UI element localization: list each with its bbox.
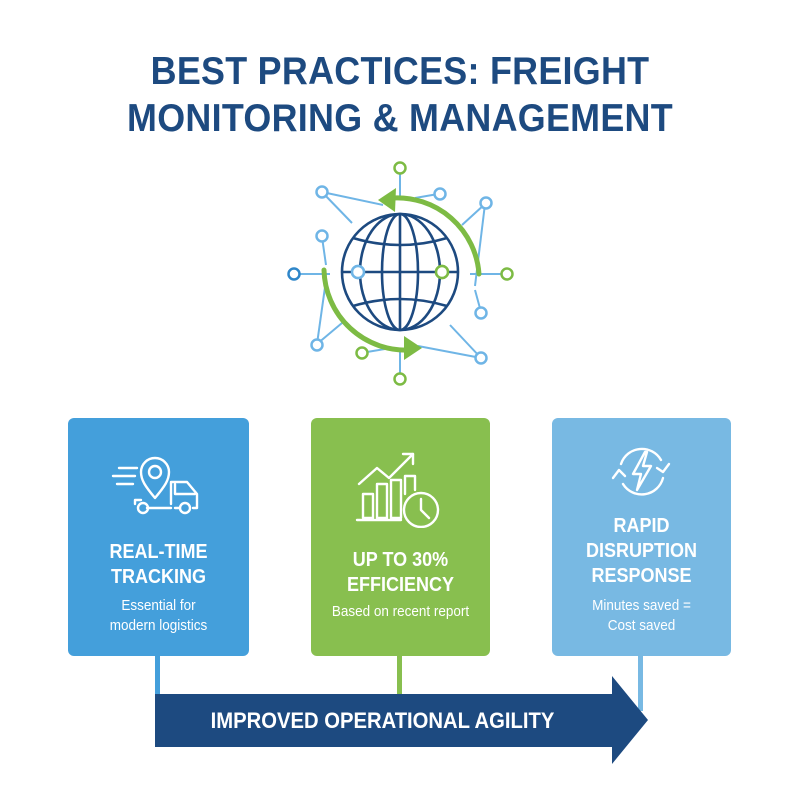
card-subtext-line: Cost saved: [607, 617, 676, 634]
agility-arrow: [155, 676, 650, 766]
card-subtext: Based on recent report: [320, 602, 481, 622]
globe-network-cycle-icon: [280, 155, 520, 395]
card-heading-line: UP TO 30%: [352, 549, 449, 571]
card-subtext-line: Minutes saved =: [592, 597, 691, 614]
card-heading-line: REAL-TIME: [109, 541, 208, 563]
connector-efficiency: [397, 655, 402, 695]
card-rapid-disruption-response: RAPID DISRUPTION RESPONSE Minutes saved …: [552, 418, 731, 656]
card-heading-line: TRACKING: [110, 566, 206, 588]
page-title: BEST PRACTICES: FREIGHT MONITORING & MAN…: [32, 48, 768, 142]
card-heading-line: RAPID: [613, 515, 670, 537]
truck-location-pin-icon: [68, 448, 249, 516]
connector-response: [638, 655, 643, 711]
lightning-cycle-icon: [552, 442, 731, 502]
card-subtext-line: Based on recent report: [331, 603, 470, 620]
title-line-2: MONITORING & MANAGEMENT: [127, 97, 673, 140]
card-subtext-line: modern logistics: [109, 617, 208, 634]
card-heading: REAL-TIME TRACKING: [77, 540, 240, 590]
card-heading: RAPID DISRUPTION RESPONSE: [561, 514, 722, 589]
connector-tracking: [155, 655, 160, 695]
chart-growth-clock-icon: [311, 444, 490, 528]
card-subtext: Essential for modern logistics: [77, 596, 240, 636]
card-heading-line: RESPONSE: [591, 565, 692, 587]
card-efficiency: UP TO 30% EFFICIENCY Based on recent rep…: [311, 418, 490, 656]
card-heading: UP TO 30% EFFICIENCY: [320, 548, 481, 598]
title-line-1: BEST PRACTICES: FREIGHT: [150, 50, 650, 93]
card-subtext-line: Essential for: [121, 597, 196, 614]
card-subtext: Minutes saved = Cost saved: [561, 596, 722, 636]
arrow-label: IMPROVED OPERATIONAL AGILITY: [210, 707, 555, 733]
card-heading-line: DISRUPTION: [585, 540, 698, 562]
card-heading-line: EFFICIENCY: [346, 574, 455, 596]
card-real-time-tracking: REAL-TIME TRACKING Essential for modern …: [68, 418, 249, 656]
